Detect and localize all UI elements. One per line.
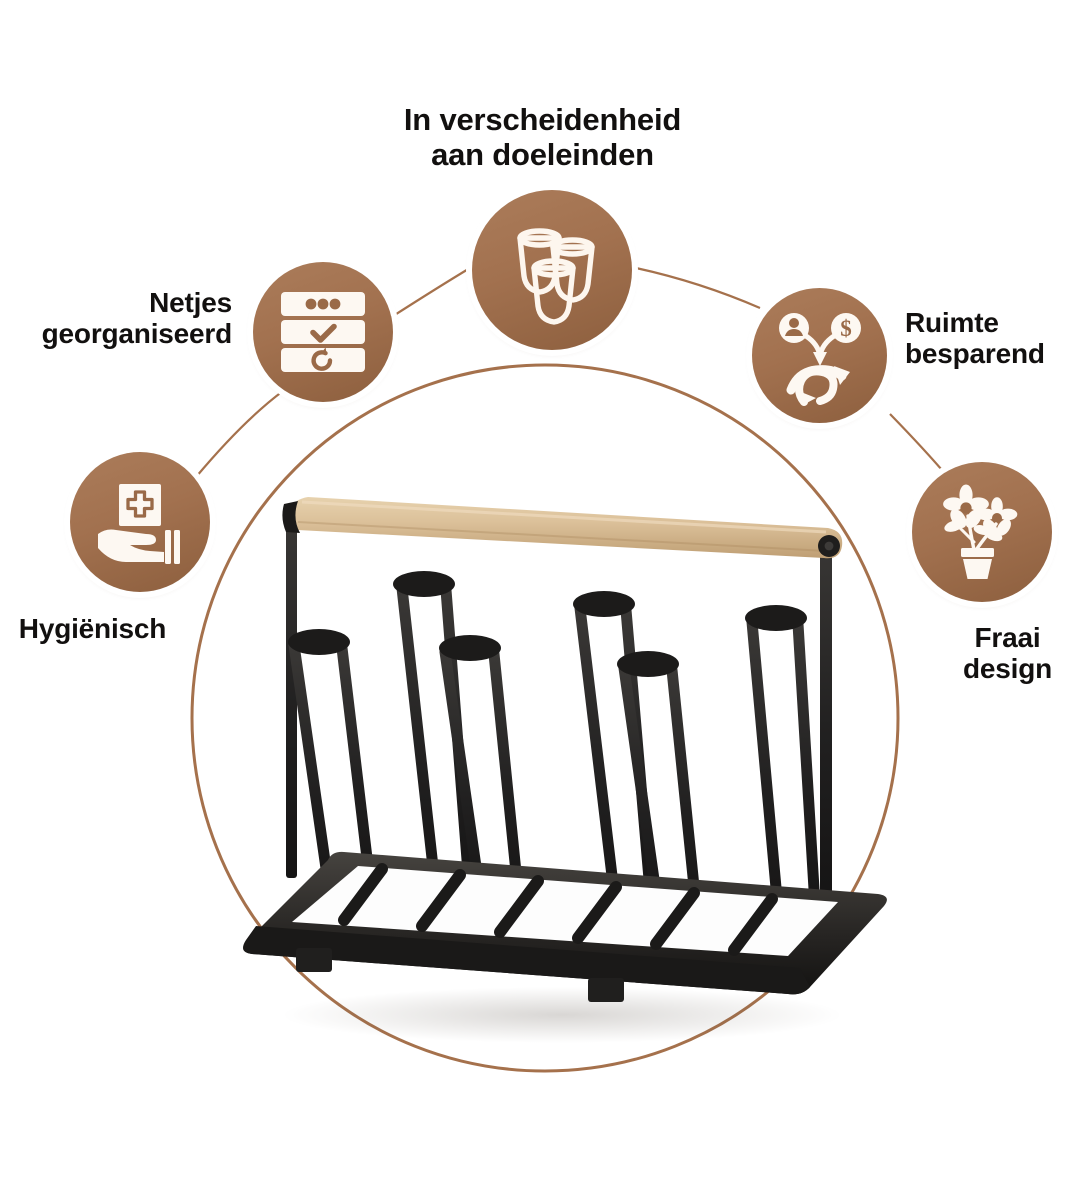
- list-row-check: [281, 320, 365, 344]
- connector-hygienic-organized: [195, 390, 284, 478]
- tray-foot-left: [296, 948, 332, 972]
- stacked-list-icon: [281, 292, 365, 372]
- feature-icon-space-saving[interactable]: $: [752, 288, 887, 423]
- feature-icon-design[interactable]: [912, 462, 1052, 602]
- prong-cap: [745, 605, 807, 631]
- prong-cap: [439, 635, 501, 661]
- upright-right: [820, 532, 832, 900]
- feature-label-hygienic: Hygiënisch: [18, 613, 167, 644]
- connector-space-design: [889, 413, 949, 478]
- list-row-refresh: [281, 348, 365, 372]
- product-shadow: [282, 987, 842, 1043]
- potted-flower-icon: [943, 484, 1018, 579]
- feature-icon-organized[interactable]: [253, 262, 393, 402]
- person-money-growth-icon: $: [778, 312, 861, 406]
- svg-text:$: $: [840, 316, 852, 341]
- wooden-handle: [287, 497, 843, 559]
- prong-cap: [393, 571, 455, 597]
- feature-label-design: Fraai design: [962, 622, 1053, 685]
- prong-cap: [617, 651, 679, 677]
- feature-label-space-saving: Ruimte besparend: [905, 307, 1045, 370]
- feature-icon-variety[interactable]: [472, 190, 632, 350]
- prong-cap: [288, 629, 350, 655]
- product-image-glass-drying-rack: [232, 470, 892, 1050]
- feature-icon-hygienic[interactable]: [70, 452, 210, 592]
- handle-cap-left: [282, 501, 300, 533]
- prong-cap: [573, 591, 635, 617]
- upright-left: [286, 508, 297, 878]
- feature-label-variety: In verscheidenheid aan doeleinden: [403, 102, 682, 172]
- base-tray: [243, 851, 887, 1002]
- three-glasses-icon: [517, 228, 595, 325]
- feature-label-organized: Netjes georganiseerd: [41, 287, 233, 350]
- connector-variety-space: [635, 266, 761, 310]
- connector-organized-variety: [389, 267, 471, 319]
- tray-foot-right: [588, 978, 624, 1002]
- hand-medical-cross-icon: [98, 484, 180, 564]
